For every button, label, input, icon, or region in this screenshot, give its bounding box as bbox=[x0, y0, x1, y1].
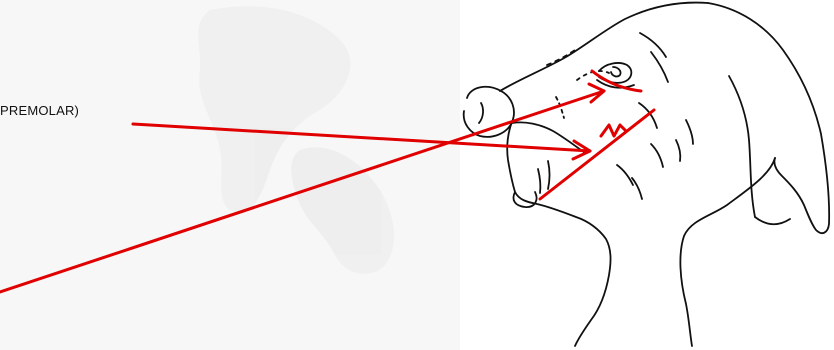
dog-outline bbox=[464, 3, 829, 346]
background-speckle bbox=[198, 6, 394, 273]
ear-outline bbox=[708, 3, 829, 233]
premolar-pointer-line bbox=[133, 124, 590, 151]
neck bbox=[680, 158, 775, 346]
premolar-label: PREMOLAR) bbox=[0, 103, 79, 118]
